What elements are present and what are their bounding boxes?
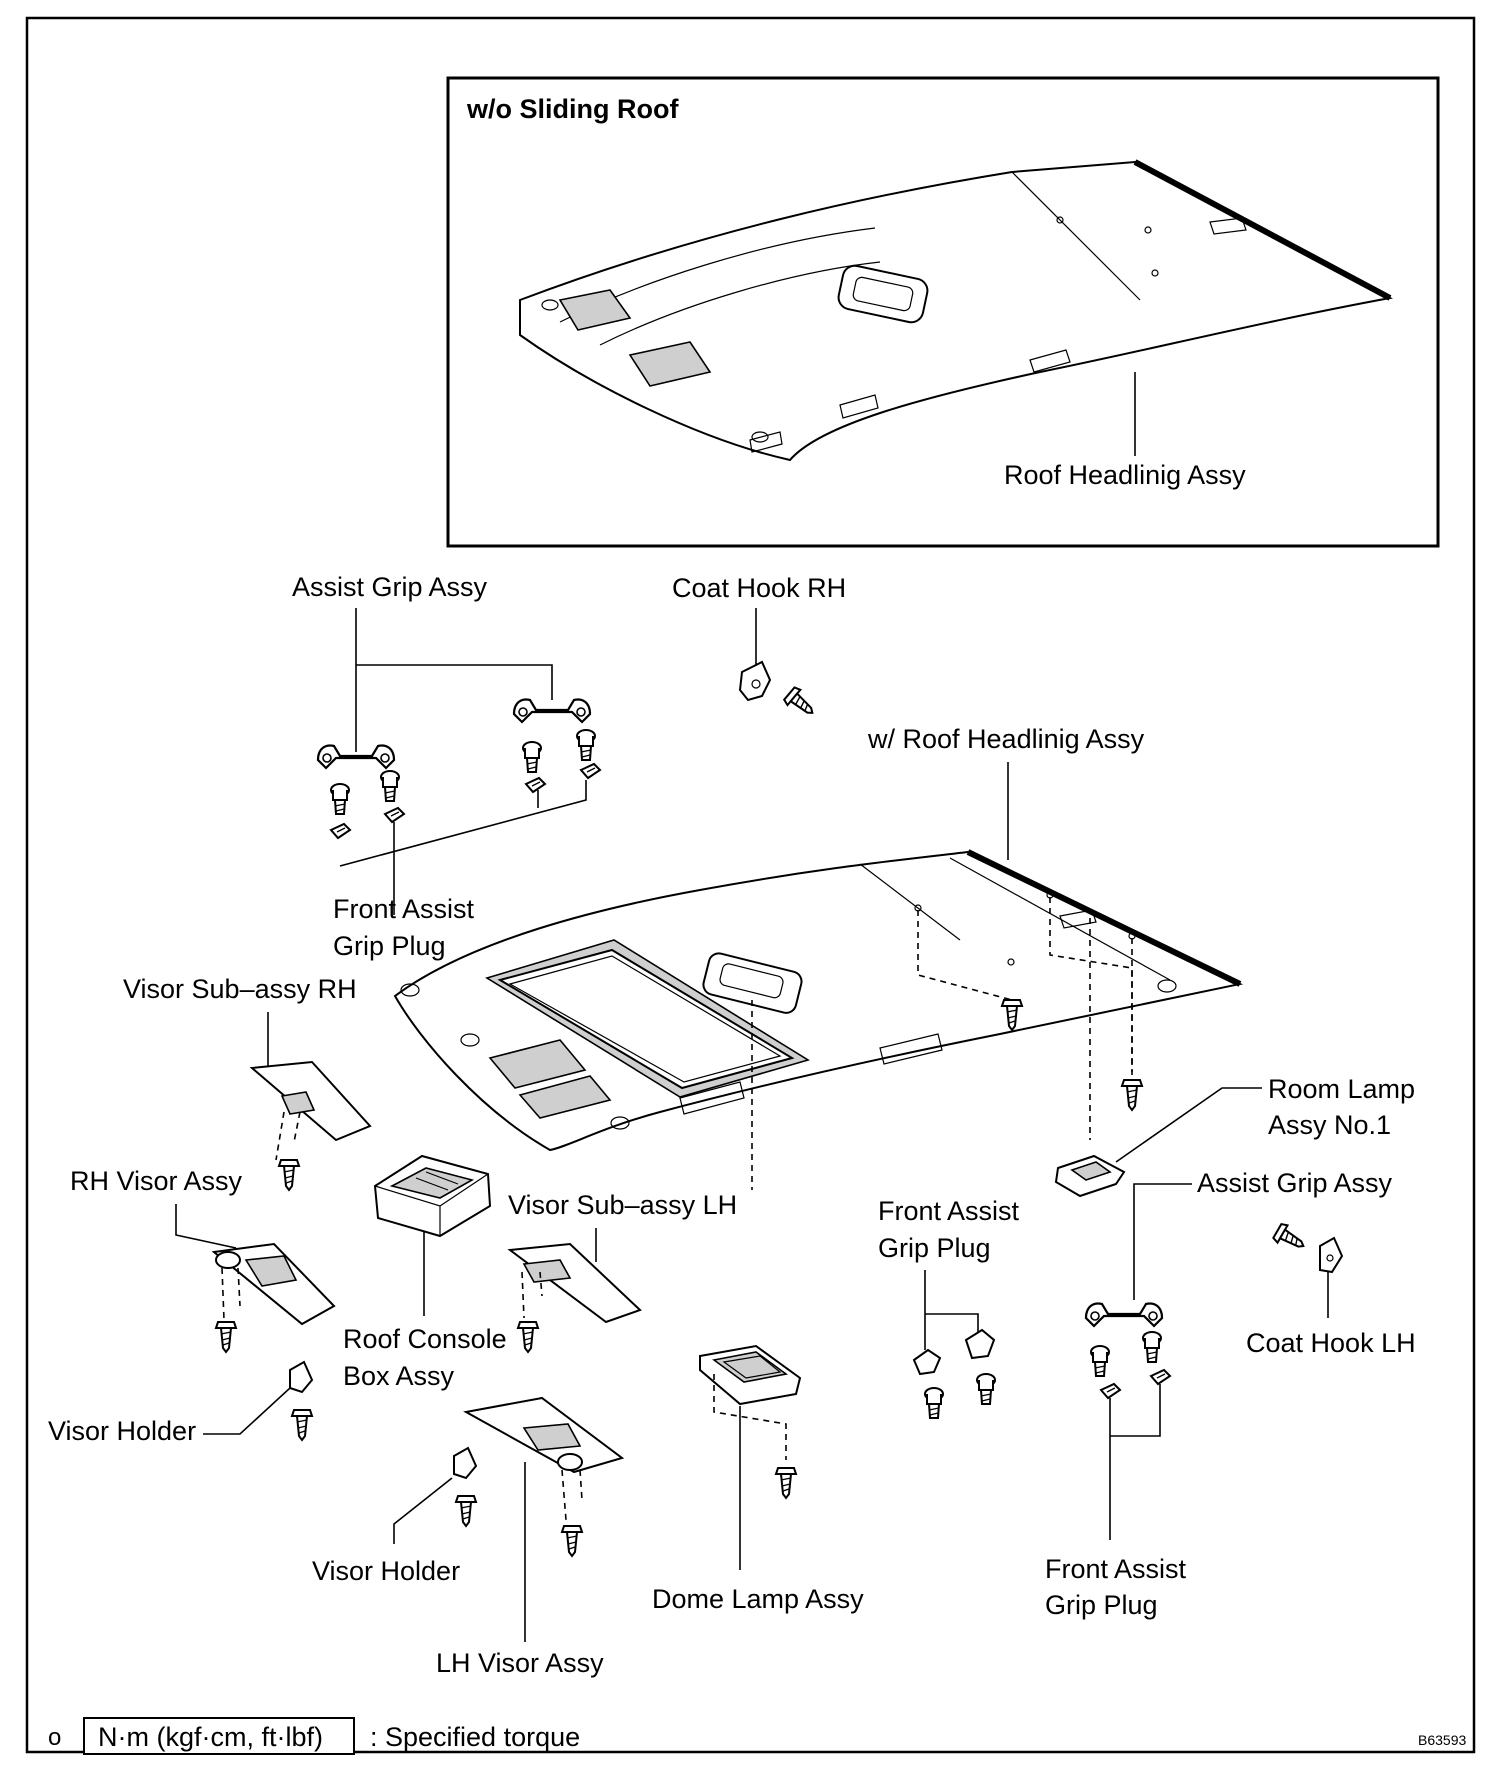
- torque-description: : Specified torque: [370, 1722, 580, 1752]
- roof-console-label-1: Roof Console: [343, 1324, 507, 1354]
- room-lamp-assy: [1054, 1154, 1126, 1198]
- front-assist-grip-plug-left-label-2: Grip Plug: [333, 931, 446, 961]
- front-assist-grip-plug-center-a: [912, 1348, 942, 1376]
- torque-unit-box: [83, 1717, 355, 1755]
- figure-code: B63593: [1418, 1732, 1466, 1748]
- legend-marker: o: [48, 1724, 61, 1751]
- rh-visor-assy-label: RH Visor Assy: [70, 1166, 243, 1196]
- assist-grip-right-lower: [1084, 1302, 1164, 1328]
- visor-holder-center: [453, 1446, 478, 1480]
- visor-holder-left: [289, 1360, 314, 1394]
- room-lamp-label-2: Assy No.1: [1268, 1110, 1391, 1140]
- dome-lamp-outline: [702, 952, 803, 1014]
- lh-visor-assy-label: LH Visor Assy: [436, 1648, 604, 1678]
- page-border: [25, 16, 1476, 1754]
- inset-box: [446, 76, 1440, 548]
- inset-headlining: [519, 159, 1393, 462]
- assist-grip-assy-top-label: Assist Grip Assy: [292, 572, 488, 602]
- roof-headlining: [393, 849, 1244, 1152]
- coat-hook-lh-label: Coat Hook LH: [1246, 1328, 1416, 1358]
- front-assist-grip-plug-left-label-1: Front Assist: [333, 894, 475, 924]
- inset-dome-lamp-outline: [837, 264, 929, 324]
- visor-sub-assy-rh: [249, 1060, 372, 1142]
- room-lamp-label-1: Room Lamp: [1268, 1074, 1415, 1104]
- w-roof-headlining-label: w/ Roof Headlinig Assy: [867, 724, 1145, 754]
- visor-sub-assy-lh: [507, 1242, 642, 1324]
- roof-console-box: [373, 1154, 492, 1238]
- torque-unit: N·m (kgf·cm, ft·lbf): [98, 1722, 323, 1752]
- dome-lamp-assy-label: Dome Lamp Assy: [652, 1584, 864, 1614]
- front-assist-grip-plug-center-label-2: Grip Plug: [878, 1233, 991, 1263]
- visor-holder-left-label: Visor Holder: [48, 1416, 196, 1446]
- assist-grip-assy-right-label: Assist Grip Assy: [1197, 1168, 1393, 1198]
- front-assist-grip-plug-right-label-1: Front Assist: [1045, 1554, 1187, 1584]
- dome-lamp-assy: [699, 1344, 802, 1406]
- coat-hook-rh: [738, 660, 772, 702]
- front-assist-grip-plug-right-label-2: Grip Plug: [1045, 1590, 1158, 1620]
- visor-sub-assy-lh-label: Visor Sub–assy LH: [508, 1190, 737, 1220]
- inset-title: w/o Sliding Roof: [466, 94, 679, 124]
- roof-console-label-2: Box Assy: [343, 1361, 455, 1391]
- coat-hook-rh-label: Coat Hook RH: [672, 573, 846, 603]
- front-assist-grip-plug-center-b: [964, 1328, 996, 1360]
- front-assist-grip-plug-center-label-1: Front Assist: [878, 1196, 1020, 1226]
- assist-grip-right: [512, 698, 592, 724]
- rh-visor-assy: [211, 1242, 336, 1326]
- coat-hook-lh: [1319, 1236, 1344, 1274]
- visor-sub-assy-rh-label: Visor Sub–assy RH: [123, 974, 357, 1004]
- lh-visor-assy: [463, 1396, 625, 1474]
- visor-holder-center-label: Visor Holder: [312, 1556, 460, 1586]
- inset-roof-headlining-label: Roof Headlinig Assy: [1004, 460, 1246, 490]
